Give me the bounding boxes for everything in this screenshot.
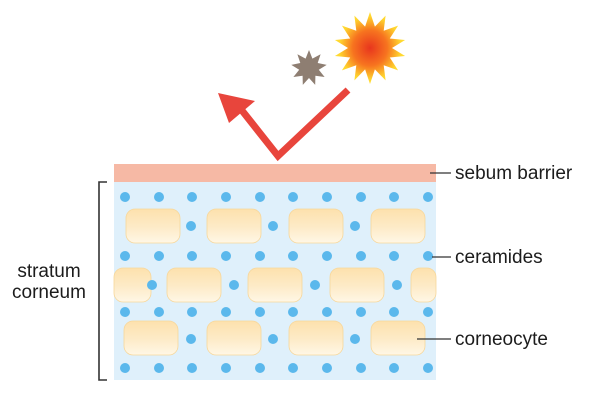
- ceramide-dot: [356, 192, 366, 202]
- corneocyte-cell: [123, 320, 179, 356]
- ceramide-dot: [288, 251, 298, 261]
- ceramide-dot: [322, 192, 332, 202]
- sebum-barrier-label: sebum barrier: [455, 163, 573, 184]
- ceramide-dot: [423, 192, 433, 202]
- ceramide-dot: [120, 251, 130, 261]
- ceramide-dot: [423, 307, 433, 317]
- ceramide-dot: [322, 251, 332, 261]
- ceramide-dot: [154, 363, 164, 373]
- ceramide-dot: [392, 280, 402, 290]
- ceramide-dot: [147, 280, 157, 290]
- corneocyte-cell: [206, 320, 262, 356]
- sun-icon: [334, 12, 406, 84]
- ceramide-dot: [389, 192, 399, 202]
- ceramide-dot: [120, 307, 130, 317]
- ceramide-dot: [288, 192, 298, 202]
- ceramide-dot: [221, 251, 231, 261]
- ceramide-dot: [356, 363, 366, 373]
- sebum-barrier-layer: [114, 164, 436, 182]
- ceramide-dot: [356, 307, 366, 317]
- corneocyte-cell: [206, 208, 262, 244]
- ceramide-dot: [389, 307, 399, 317]
- ceramide-dot: [350, 221, 360, 231]
- ceramide-dot: [288, 363, 298, 373]
- ceramide-dot: [187, 192, 197, 202]
- corneocyte-cell: [370, 208, 426, 244]
- ceramides-label: ceramides: [455, 247, 543, 268]
- corneocyte-cell: [410, 267, 437, 303]
- pollution-particle-icon: [291, 50, 327, 85]
- ceramide-dot: [154, 307, 164, 317]
- ceramide-dot: [322, 307, 332, 317]
- ceramide-dot: [186, 334, 196, 344]
- ceramide-dot: [187, 307, 197, 317]
- ceramide-dot: [268, 334, 278, 344]
- corneocyte-cell: [370, 320, 426, 356]
- ceramide-dot: [120, 192, 130, 202]
- corneocyte-cell: [113, 267, 152, 303]
- ceramide-dot: [389, 363, 399, 373]
- ceramide-dot: [356, 251, 366, 261]
- ceramide-dot: [322, 363, 332, 373]
- corneocyte-cell: [288, 320, 344, 356]
- ceramide-dot: [255, 363, 265, 373]
- corneocyte-cell: [288, 208, 344, 244]
- corneocyte-cell: [166, 267, 222, 303]
- ceramide-dot: [255, 251, 265, 261]
- ceramide-dot: [120, 363, 130, 373]
- ceramide-dot: [221, 307, 231, 317]
- corneocyte-cell: [247, 267, 303, 303]
- corneocyte-group: [113, 208, 437, 356]
- ceramide-dot: [255, 192, 265, 202]
- ceramide-dot: [288, 307, 298, 317]
- ceramide-dot: [221, 192, 231, 202]
- ceramide-dot: [186, 221, 196, 231]
- ceramide-dot: [187, 251, 197, 261]
- stratum-corneum-bracket: [98, 181, 107, 381]
- stratum-corneum-label-line2: corneum: [12, 282, 86, 303]
- ceramide-dot: [310, 280, 320, 290]
- ceramide-dot: [255, 307, 265, 317]
- corneocyte-cell: [329, 267, 385, 303]
- ceramide-dot: [229, 280, 239, 290]
- ceramide-dot: [423, 363, 433, 373]
- ceramide-dot: [187, 363, 197, 373]
- ceramide-dot: [350, 334, 360, 344]
- corneocyte-label: corneocyte: [455, 329, 548, 350]
- ceramide-dot: [154, 251, 164, 261]
- ceramide-dot: [221, 363, 231, 373]
- reflection-arrow-icon: [218, 87, 351, 162]
- ceramide-dot: [268, 221, 278, 231]
- ceramide-dot: [423, 251, 433, 261]
- corneocyte-cell: [125, 208, 181, 244]
- ceramide-dot: [389, 251, 399, 261]
- stratum-corneum-label-line1: stratum: [17, 261, 80, 282]
- ceramide-dot-group: [120, 192, 433, 373]
- ceramide-dot: [154, 192, 164, 202]
